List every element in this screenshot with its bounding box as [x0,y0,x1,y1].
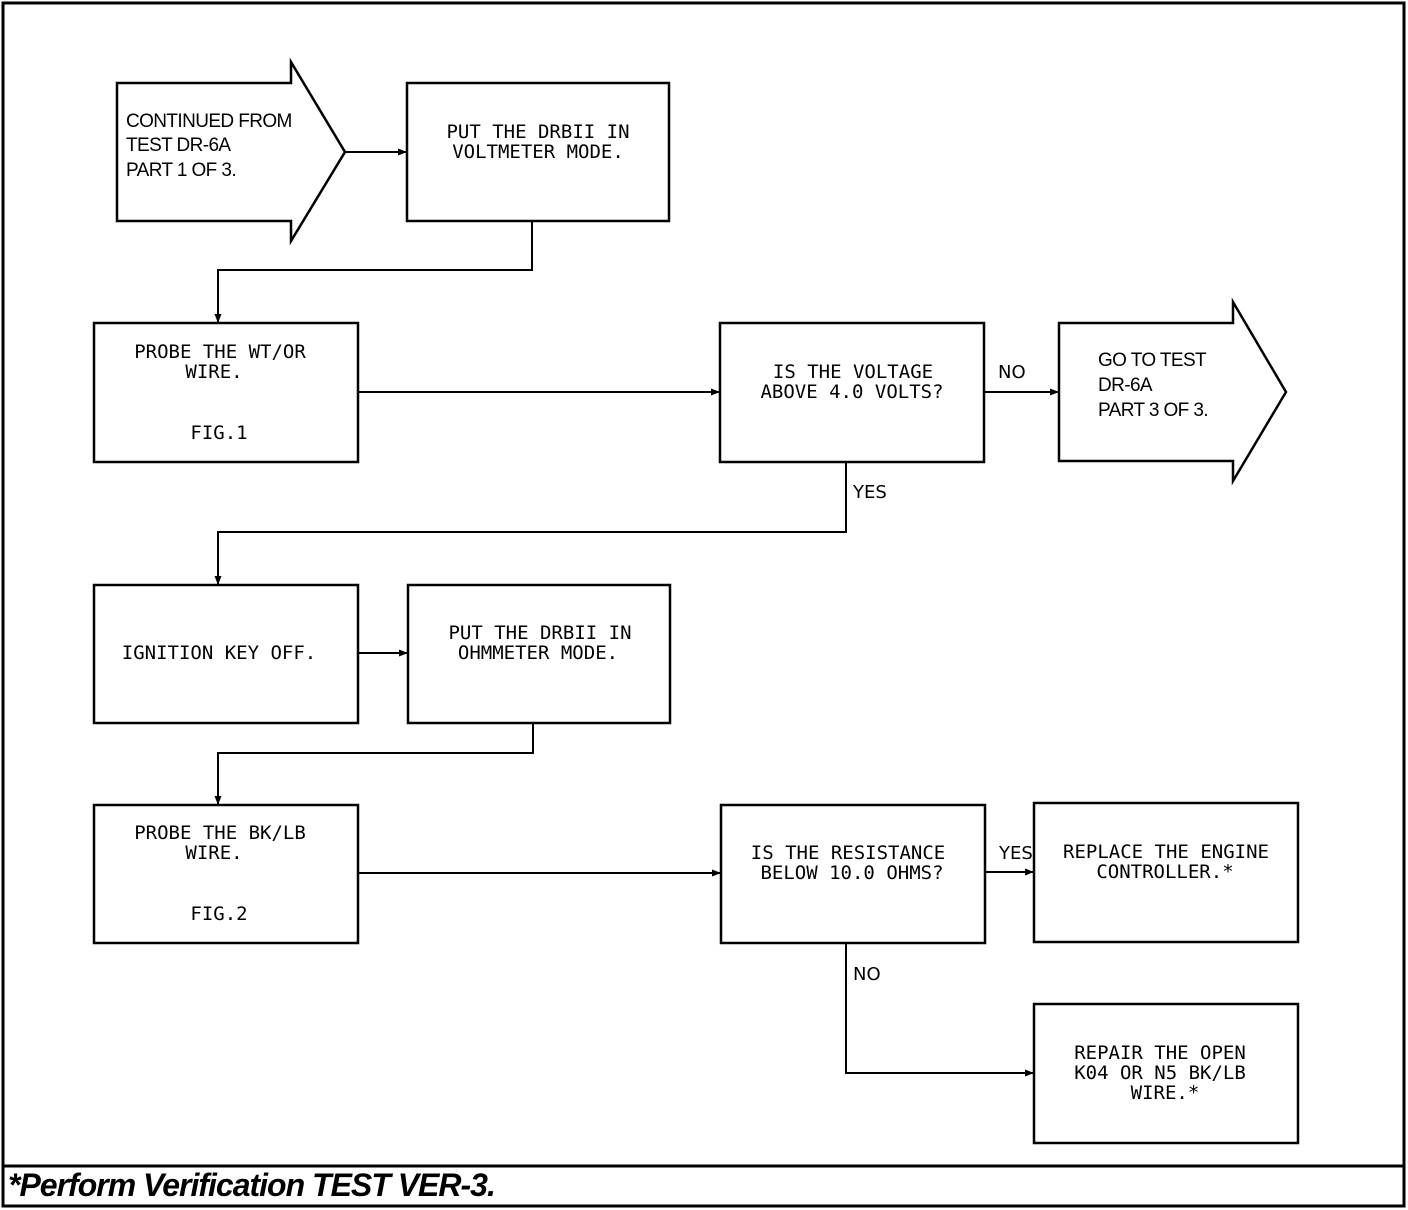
node-text-line: PUT THE DRBII IN [446,121,629,143]
edge-resistance-no [845,943,1034,1077]
label-resistance-yes: YES [998,843,1033,864]
node-text-line: PROBE THE WT/OR [134,341,306,363]
node-text-line: CONTROLLER.* [1096,861,1233,883]
node-ignition-key-off: IGNITION KEY OFF. [92,583,360,725]
node-text-line: K04 OR N5 BK/LB [1074,1062,1246,1084]
node-text-line: WIRE.* [1131,1082,1200,1104]
node-text-line: TEST DR-6A [126,135,231,156]
node-text-line: PUT THE DRBII IN [448,622,631,644]
node-replace-engine-controller: REPLACE THE ENGINE CONTROLLER.* [1032,801,1300,944]
node-probe-wt-or: PROBE THE WT/OR WIRE. FIG.1 [92,321,360,464]
node-go-to-test: GO TO TEST DR-6A PART 3 OF 3. [1057,297,1288,486]
node-voltage-question: IS THE VOLTAGE ABOVE 4.0 VOLTS? [718,321,986,464]
node-text-line: REPLACE THE ENGINE [1063,841,1269,863]
edge-voltmeter-to-probe-wt [214,221,533,323]
node-probe-bk-lb: PROBE THE BK/LB WIRE. FIG.2 [92,803,360,945]
edge-ohmmeter-to-probe-bk [214,723,534,805]
node-text-line: ABOVE 4.0 VOLTS? [760,381,943,403]
figure-reference: FIG.1 [190,422,247,444]
node-resistance-question: IS THE RESISTANCE BELOW 10.0 OHMS? [719,803,987,945]
node-text-line: OHMMETER MODE. [458,642,618,664]
node-repair-open-wire: REPAIR THE OPEN K04 OR N5 BK/LB WIRE.* [1032,1002,1300,1145]
node-text-line: GO TO TEST [1098,350,1207,371]
node-text-line: CONTINUED FROM [126,111,292,132]
node-text-line: PART 3 OF 3. [1098,400,1208,421]
node-text-line: IS THE VOLTAGE [773,361,933,383]
node-text-line: PART 1 OF 3. [126,160,236,181]
node-text-line: WIRE. [185,361,242,383]
footer-note: *Perform Verification TEST VER-3. [8,1167,495,1203]
label-voltage-no: NO [998,362,1026,383]
label-voltage-yes: YES [852,482,887,503]
node-text-line: PROBE THE BK/LB [134,822,306,844]
node-continued-from: CONTINUED FROM TEST DR-6A PART 1 OF 3. [115,57,347,246]
node-text-line: IGNITION KEY OFF. [122,642,316,664]
node-text-line: REPAIR THE OPEN [1074,1042,1246,1064]
node-text-line: BELOW 10.0 OHMS? [760,862,943,884]
edge-voltage-yes [214,462,847,585]
node-ohmmeter-mode: PUT THE DRBII IN OHMMETER MODE. [406,583,672,725]
node-text-line: IS THE RESISTANCE [751,842,945,864]
node-text-line: DR-6A [1098,375,1153,396]
figure-reference: FIG.2 [190,903,247,925]
node-text-line: VOLTMETER MODE. [452,141,624,163]
label-resistance-no: NO [853,964,881,985]
node-text-line: WIRE. [185,842,242,864]
node-voltmeter-mode: PUT THE DRBII IN VOLTMETER MODE. [405,81,671,223]
connectors [214,148,1059,1077]
